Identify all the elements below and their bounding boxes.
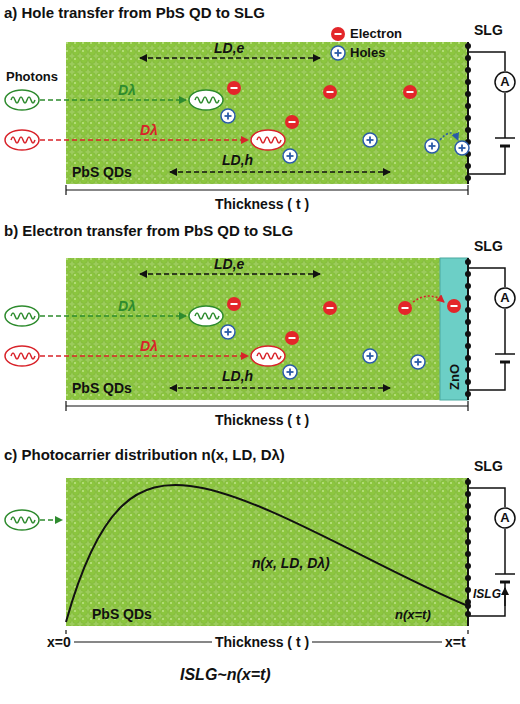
text-label: Dλ: [140, 338, 158, 354]
text-label: Dλ: [140, 122, 158, 138]
panel-a: [5, 42, 515, 195]
hole-symbol: [330, 45, 346, 61]
node-text: PbS QDs: [72, 380, 132, 396]
text-label: Dλ: [118, 298, 136, 314]
quantum-dot-film: PbS QDs ZnO: [66, 258, 468, 400]
node-text: A: [494, 71, 516, 93]
ammeter: A: [494, 71, 516, 93]
node-text: A: [494, 287, 516, 309]
text-label: LD,e: [214, 40, 244, 56]
text-label: x=0: [44, 634, 74, 650]
legend-item: Holes: [330, 43, 402, 62]
ammeter: A: [494, 507, 516, 529]
text-label: c) Photocarrier distribution n(x, LD, Dλ…: [4, 446, 285, 463]
text-label: SLG: [474, 458, 503, 474]
text-label: Thickness ( t ): [212, 412, 312, 428]
text-label: ISLG~n(x=t): [180, 666, 271, 684]
node-text: ZnO: [447, 364, 462, 390]
text-label: ISLG: [473, 588, 501, 602]
quantum-dot-film: PbS QDs: [66, 42, 468, 184]
panel-b: [5, 258, 515, 411]
panel-c: [5, 478, 515, 646]
text-label: Thickness ( t ): [212, 634, 312, 650]
text-label: n(x=t): [395, 608, 431, 623]
text-label: LD,h: [222, 368, 253, 384]
text-label: SLG: [474, 22, 503, 38]
text-label: Photons: [6, 70, 58, 85]
quantum-dot-film: PbS QDs: [66, 478, 468, 626]
text-label: LD,e: [214, 256, 244, 272]
text-label: Dλ: [118, 82, 136, 98]
zno-layer: ZnO: [440, 258, 468, 400]
text-label: a) Hole transfer from PbS QD to SLG: [4, 4, 265, 21]
electron-symbol: [330, 26, 346, 42]
text-label: Thickness ( t ): [212, 196, 312, 212]
text-label: n(x, LD, Dλ): [252, 555, 330, 571]
text-label: b) Electron transfer from PbS QD to SLG: [4, 222, 293, 239]
legend: ElectronHoles: [330, 24, 402, 62]
text-label: LD,h: [222, 152, 253, 168]
node-text: A: [494, 507, 516, 529]
text-label: x=t: [442, 634, 469, 650]
legend-text: Holes: [350, 45, 385, 60]
node-text: PbS QDs: [72, 164, 132, 180]
text-label: SLG: [474, 238, 503, 254]
legend-text: Electron: [350, 26, 402, 41]
ammeter: A: [494, 287, 516, 309]
legend-item: Electron: [330, 24, 402, 43]
node-text: PbS QDs: [92, 606, 152, 622]
